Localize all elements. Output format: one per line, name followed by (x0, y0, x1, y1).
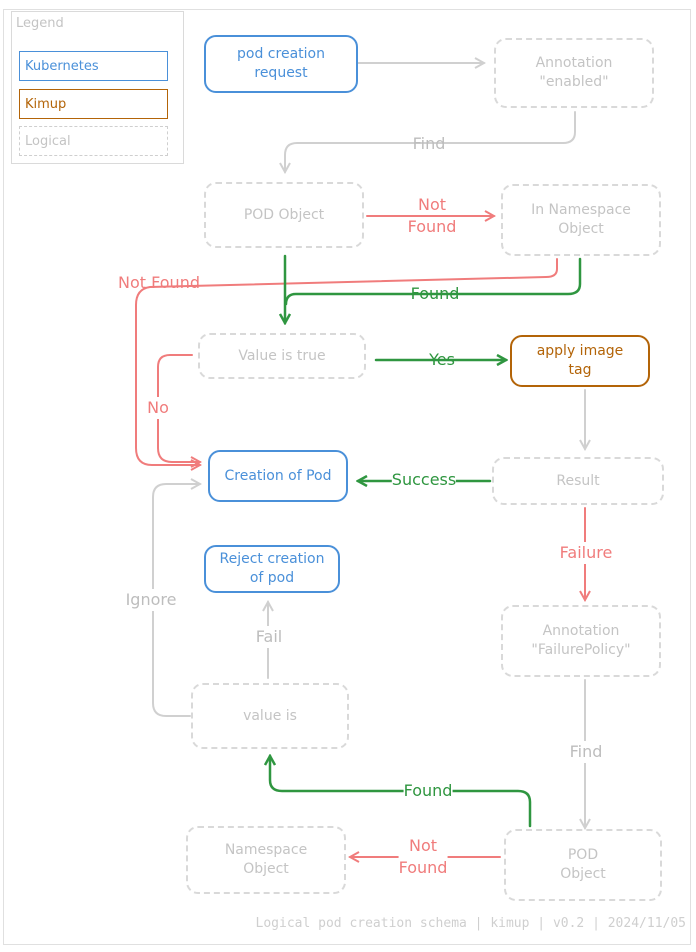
diagram-frame (3, 9, 691, 945)
node-pod-object-top: POD Object (204, 182, 364, 248)
edge-find-top (285, 111, 576, 172)
node-value-is-true: Value is true (198, 333, 366, 379)
label-success: Success (391, 469, 457, 491)
label-failure: Failure (559, 542, 613, 564)
label-find-bottom: Find (569, 741, 603, 763)
label-ignore: Ignore (125, 589, 177, 611)
label-found-bottom: Found (403, 780, 453, 802)
label-yes: Yes (429, 350, 455, 369)
node-annotation-enabled: Annotation "enabled" (494, 38, 654, 108)
legend (11, 11, 184, 164)
label-not-found-bottom: Not Found (398, 835, 448, 879)
node-pod-object-bottom: POD Object (504, 829, 662, 901)
label-not-found-left: Not Found (118, 273, 200, 292)
edge-found-top (284, 257, 582, 306)
legend-item-kubernetes: Kubernetes (19, 51, 168, 81)
node-value-is: value is (191, 683, 349, 749)
label-found-top: Found (410, 284, 460, 303)
node-reject-creation: Reject creation of pod (204, 545, 340, 593)
edge-found-bottom (270, 756, 532, 828)
legend-item-logical: Logical (19, 126, 168, 156)
label-fail: Fail (255, 626, 283, 648)
legend-title: Legend (16, 16, 64, 31)
label-find-top: Find (412, 134, 446, 153)
legend-item-kimup: Kimup (19, 89, 168, 119)
node-apply-image-tag: apply image tag (510, 335, 650, 387)
edge-not-found-left (135, 258, 558, 465)
footer-caption: Logical pod creation schema | kimup | v0… (255, 916, 686, 931)
node-creation-of-pod: Creation of Pod (208, 450, 348, 502)
node-pod-creation-request: pod creation request (204, 35, 358, 93)
node-result: Result (492, 457, 664, 505)
node-namespace-object: Namespace Object (186, 826, 346, 894)
label-not-found-top: Not Found (407, 195, 457, 236)
label-no: No (147, 397, 169, 419)
node-annotation-failure-policy: Annotation "FailurePolicy" (501, 605, 661, 677)
node-in-namespace-object: In Namespace Object (501, 184, 661, 256)
